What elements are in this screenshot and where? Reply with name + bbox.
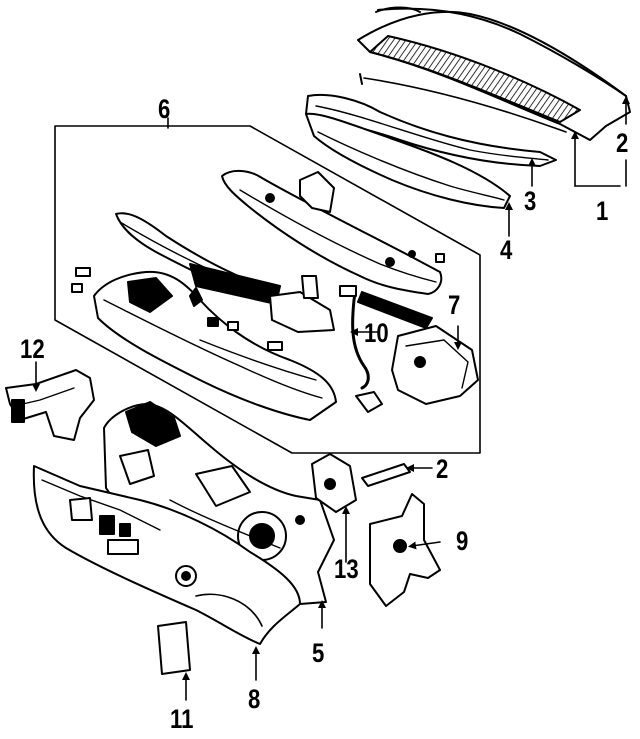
group-6-outline bbox=[54, 125, 481, 454]
callout-12: 12 bbox=[20, 334, 45, 364]
callout-10: 10 bbox=[364, 318, 389, 348]
upper-cowl-bracket bbox=[221, 170, 445, 295]
callout-13: 13 bbox=[334, 554, 359, 584]
insulator-block bbox=[361, 463, 411, 487]
side-cowl-bracket bbox=[391, 325, 479, 405]
callout-4: 4 bbox=[500, 235, 513, 265]
dash-insulator bbox=[32, 465, 301, 645]
callout-9: 9 bbox=[456, 526, 469, 556]
callout-8: 8 bbox=[248, 684, 261, 714]
callout-11: 11 bbox=[170, 704, 194, 734]
side-panel bbox=[369, 493, 441, 607]
callout-5: 5 bbox=[312, 638, 325, 668]
callout-7: 7 bbox=[448, 290, 461, 320]
callout-3: 3 bbox=[524, 186, 537, 216]
callout-6: 6 bbox=[158, 94, 171, 124]
insulator-pad bbox=[157, 621, 191, 675]
cowl-vent-grille bbox=[357, 6, 631, 141]
middle-cowl-bar bbox=[115, 212, 281, 305]
upper-side-bracket bbox=[311, 453, 357, 513]
callout-2-upper: 2 bbox=[616, 128, 629, 158]
left-side-bracket bbox=[5, 369, 95, 441]
leader-lines bbox=[32, 96, 630, 701]
callout-2-lower: 2 bbox=[436, 454, 449, 484]
callout-1: 1 bbox=[596, 196, 609, 226]
plenum-tray bbox=[71, 267, 337, 421]
cowl-small-parts bbox=[269, 275, 433, 413]
dash-panel bbox=[103, 401, 335, 605]
